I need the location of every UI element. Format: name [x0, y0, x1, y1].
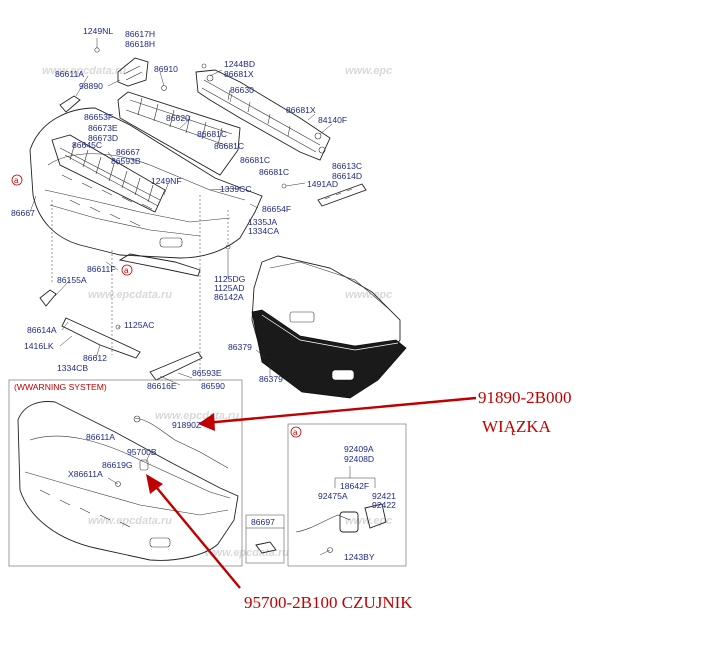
- label-86618H: 86618H: [125, 39, 155, 49]
- reflector-drawing: [317, 183, 367, 207]
- watermark-1: www.epcdata.ru: [42, 65, 126, 77]
- label-86681C-4: 86681C: [259, 167, 289, 177]
- label-86653F: 86653F: [84, 112, 113, 122]
- label-91890Z: 91890Z: [172, 420, 201, 430]
- watermark-3: www.epcdata.ru: [88, 289, 172, 301]
- label-86673D: 86673D: [88, 133, 118, 143]
- label-1491AD: 1491AD: [307, 179, 338, 189]
- warning-labels: 91890Z 86611A 95700B 86619G X86611A: [68, 420, 201, 479]
- warning-system-box: (WWARNING SYSTEM): [8, 379, 243, 567]
- watermark-4: www.epc: [345, 289, 392, 301]
- label-86593E: 86593E: [192, 368, 222, 378]
- label-1125AD: 1125AD: [214, 283, 244, 293]
- label-95700B: 95700B: [127, 447, 157, 457]
- annotations: 91890-2B000 WIĄZKA 95700-2B100 CZUJNIK: [244, 388, 572, 612]
- label-1339CC: 1339CC: [220, 184, 252, 194]
- label-1244BD: 1244BD: [224, 59, 255, 69]
- label-86667-b: 86667: [11, 208, 35, 218]
- detail-a-box: a: [287, 423, 407, 567]
- label-18642F: 18642F: [340, 481, 369, 491]
- label-1125DG: 1125DG: [214, 274, 246, 284]
- part-86697-box: 86697: [245, 514, 285, 564]
- label-leaders: [29, 69, 333, 556]
- bumper-cover-drawing: [29, 95, 263, 259]
- label-86612: 86612: [83, 353, 107, 363]
- label-86910: 86910: [154, 64, 178, 74]
- detail-a-labels: 92409A 92408D 18642F 92475A 92421 92422 …: [318, 444, 396, 562]
- label-1334CA: 1334CA: [248, 226, 279, 236]
- carrier-rail-drawing: [195, 69, 331, 161]
- label-86681C-3: 86681C: [240, 155, 270, 165]
- vehicle-illustration: [251, 255, 407, 399]
- label-98890: 98890: [79, 81, 103, 91]
- label-86654F: 86654F: [262, 204, 291, 214]
- label-86593B: 86593B: [111, 156, 141, 166]
- label-86619G: 86619G: [102, 460, 133, 470]
- label-86673E: 86673E: [88, 123, 118, 133]
- label-86611F: 86611F: [87, 264, 116, 274]
- label-86681X-a: 86681X: [224, 69, 254, 79]
- label-86630: 86630: [230, 85, 254, 95]
- label-86155A: 86155A: [57, 275, 87, 285]
- label-92422: 92422: [372, 500, 396, 510]
- label-1125AC: 1125AC: [124, 320, 154, 330]
- watermark-2: www.epc: [345, 65, 392, 77]
- detail-ref-a: a: [293, 428, 298, 437]
- energy-absorber-drawing: [51, 134, 166, 213]
- label-86590: 86590: [201, 381, 225, 391]
- label-86614D: 86614D: [332, 171, 362, 181]
- watermarks: www.epcdata.ru www.epc www.epcdata.ru ww…: [42, 65, 392, 559]
- label-1416LK: 1416LK: [24, 341, 54, 351]
- warning-system-title: (WWARNING SYSTEM): [14, 382, 107, 392]
- label-84140F: 84140F: [318, 115, 347, 125]
- label-86611A-top: 86611A: [55, 69, 84, 79]
- ref-marker-a-2: a: [124, 266, 129, 275]
- label-86611A-low: 86611A: [86, 432, 115, 442]
- watermark-6: www.epcdata.ru: [88, 515, 172, 527]
- dashed-leaders: [51, 195, 229, 382]
- watermark-5: www.epcdata.ru: [155, 410, 239, 422]
- label-92408D: 92408D: [344, 454, 374, 464]
- label-86645C: 86645C: [72, 140, 102, 150]
- annotation-harness-part: 91890-2B000: [478, 388, 572, 407]
- label-86681X-b: 86681X: [286, 105, 316, 115]
- annotation-sensor: 95700-2B100 CZUJNIK: [244, 593, 413, 612]
- label-1249NF: 1249NF: [151, 176, 182, 186]
- label-92421: 92421: [372, 491, 396, 501]
- label-1243BY: 1243BY: [344, 552, 375, 562]
- ref-markers: a a: [11, 174, 133, 276]
- label-92409A: 92409A: [344, 444, 374, 454]
- label-86379-b: 86379: [259, 374, 283, 384]
- label-86617H: 86617H: [125, 29, 155, 39]
- label-1335JA: 1335JA: [248, 217, 277, 227]
- back-beam-drawing: [117, 91, 241, 176]
- label-86620: 86620: [166, 113, 190, 123]
- label-86613C: 86613C: [332, 161, 362, 171]
- annotation-arrows: [146, 396, 477, 589]
- label-86379-a: 86379: [228, 342, 252, 352]
- label-1249NL: 1249NL: [83, 26, 113, 36]
- label-X86611A: X86611A: [68, 469, 103, 479]
- label-86681C-1: 86681C: [197, 129, 227, 139]
- part-labels: 1249NL 86617H 86618H 86910 86611A 98890 …: [11, 26, 362, 391]
- watermark-7: www.epcdata.ru: [205, 547, 289, 559]
- label-86667-a: 86667: [116, 147, 140, 157]
- label-86142A: 86142A: [214, 292, 244, 302]
- ref-marker-a-1: a: [14, 176, 19, 185]
- label-1334CB: 1334CB: [57, 363, 88, 373]
- label-92475A: 92475A: [318, 491, 348, 501]
- label-86697: 86697: [251, 517, 275, 527]
- annotation-harness-name: WIĄZKA: [482, 417, 552, 436]
- label-86616E: 86616E: [147, 381, 177, 391]
- bracket-drawing: [94, 38, 322, 140]
- label-86614A: 86614A: [27, 325, 57, 335]
- label-86681C-2: 86681C: [214, 141, 244, 151]
